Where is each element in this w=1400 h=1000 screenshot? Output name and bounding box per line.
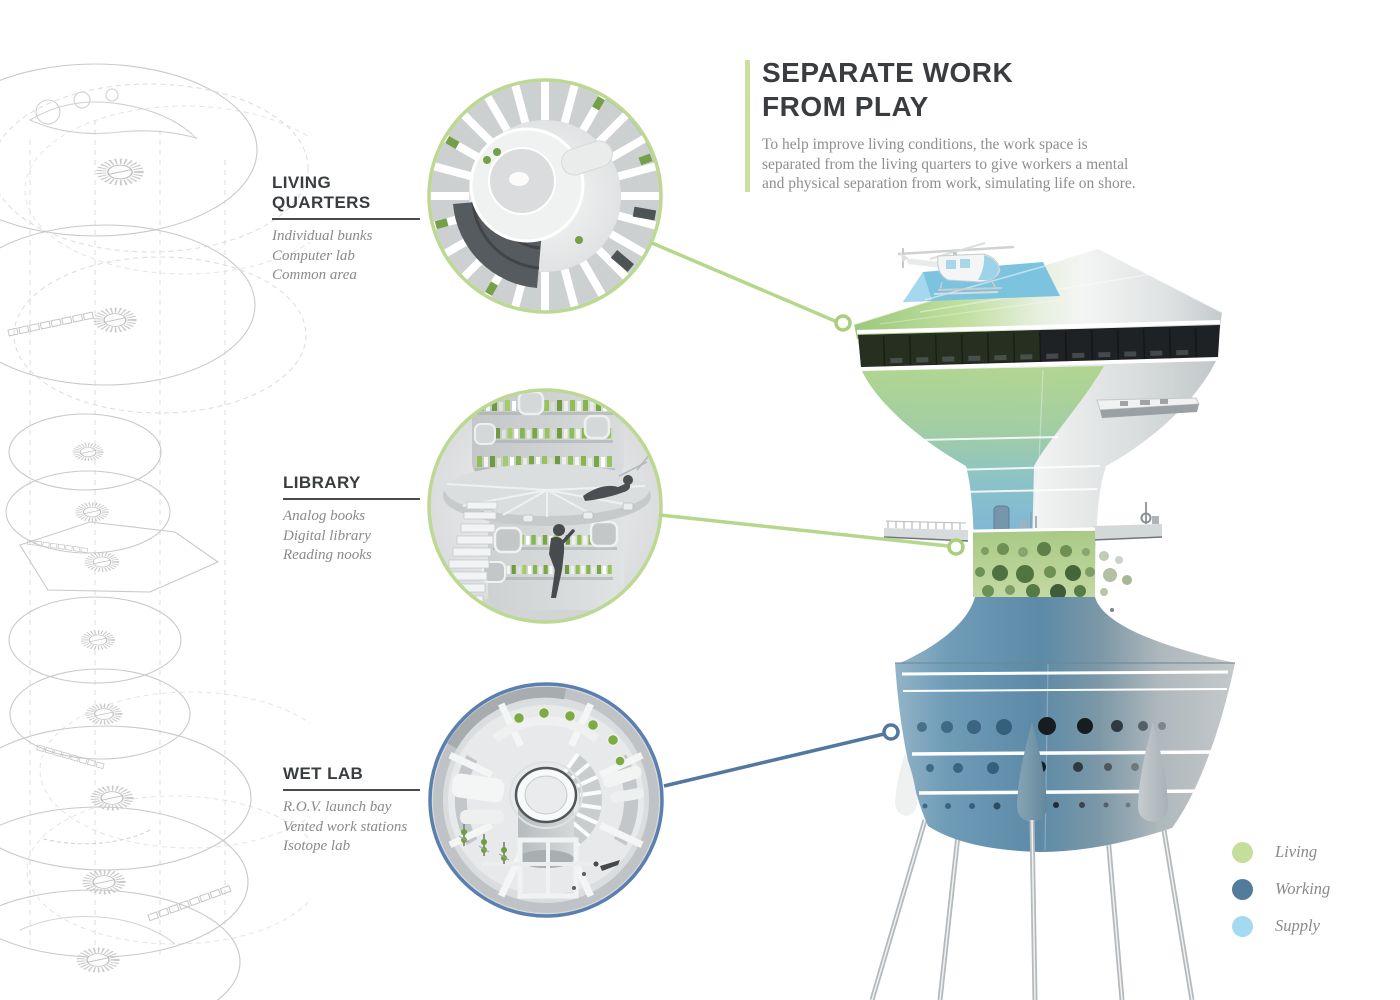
tower-render — [853, 242, 1235, 1000]
callout-item: Isotope lab — [283, 838, 351, 854]
legend-label: Supply — [1275, 916, 1320, 935]
callout-item: Analog books — [283, 508, 366, 524]
legend-label: Living — [1275, 842, 1318, 861]
legend-row-living: Living — [1232, 841, 1330, 863]
legend-label: Working — [1275, 879, 1331, 898]
callout-item: Individual bunks — [272, 228, 373, 244]
callout-item: R.O.V. launch bay — [283, 799, 392, 815]
color-legend: Living Working Supply — [1232, 841, 1330, 952]
lying-figure-silhouette — [583, 475, 633, 501]
library-callout: LIBRARY Analog books Digital library Rea… — [283, 473, 420, 566]
observation-deck — [1096, 397, 1200, 418]
leg-fairings — [895, 722, 1168, 822]
legend-dot-supply — [1232, 915, 1253, 937]
callout-item: Vented work stations — [283, 818, 408, 835]
callout-item: Computer lab — [272, 247, 355, 264]
callout-label-library: LIBRARY — [283, 473, 420, 500]
wet-lab-ring — [428, 682, 664, 918]
library-render — [427, 388, 663, 624]
page-title: SEPARATE WORK FROM PLAY — [762, 57, 1014, 122]
legend-dot-working — [1232, 878, 1253, 900]
portholes — [917, 717, 1166, 810]
standing-figure-silhouette — [549, 524, 575, 598]
callout-item: Common area — [272, 267, 357, 283]
callout-item: Reading nooks — [283, 547, 372, 563]
legend-dot-living — [1232, 841, 1253, 863]
wet-lab-render — [428, 682, 664, 918]
living-quarters-render — [427, 78, 663, 314]
callout-label-wet-lab: WET LAB — [283, 764, 420, 791]
title-block: SEPARATE WORK FROM PLAY To help improve … — [745, 56, 1165, 194]
helicopter-icon — [897, 242, 1015, 295]
library-ring — [427, 388, 663, 624]
title-accent-bar — [745, 60, 750, 192]
legend-row-working: Working — [1232, 878, 1330, 900]
callout-label-living-quarters: LIVING QUARTERS — [272, 173, 420, 220]
living-quarters-ring — [427, 78, 663, 314]
title-description: To help improve living conditions, the w… — [762, 136, 1136, 192]
wet-lab-callout: WET LAB R.O.V. launch bay Vented work st… — [283, 764, 420, 857]
callout-item: Digital library — [283, 527, 371, 544]
leader-living-quarters — [651, 241, 852, 332]
exploded-plan-drawing — [0, 63, 310, 1000]
legend-row-supply: Supply — [1232, 915, 1330, 937]
living-quarters-callout: LIVING QUARTERS Individual bunks Compute… — [272, 173, 420, 286]
specimen-racks — [458, 824, 510, 864]
platform-legs — [869, 817, 1195, 1000]
